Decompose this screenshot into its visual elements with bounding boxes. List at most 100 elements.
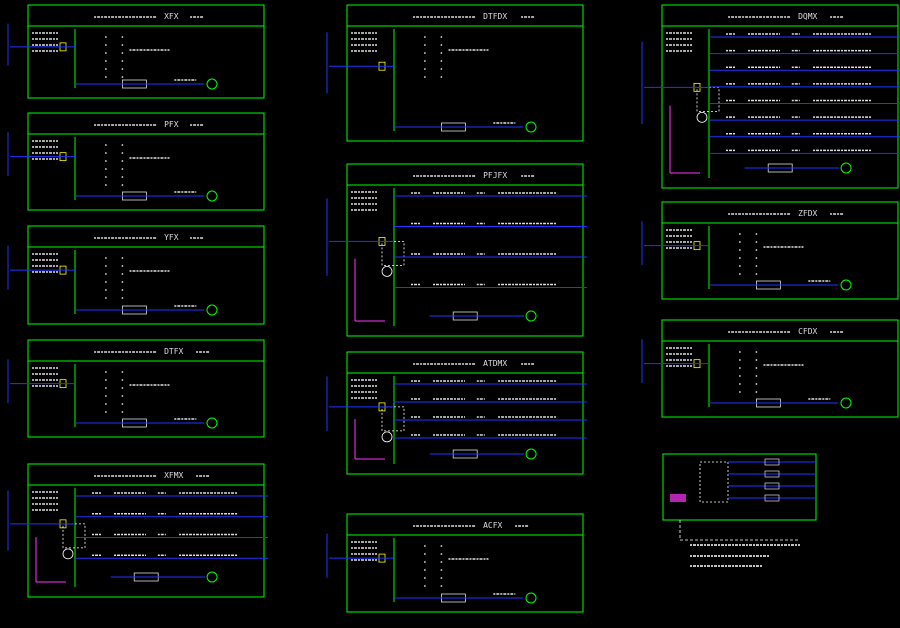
panel-title: ATDMX — [483, 359, 507, 368]
terminal-dot — [104, 184, 107, 186]
terminal-dot — [738, 273, 741, 275]
panel-title: ACFX — [483, 521, 502, 530]
terminal-dot — [738, 233, 741, 235]
terminal-dot — [423, 52, 426, 54]
terminal-dot — [121, 184, 124, 186]
panel-p5 — [27, 463, 265, 598]
terminal-dot — [440, 76, 443, 78]
terminal-dot — [423, 76, 426, 78]
panel-title: ZFDX — [798, 209, 817, 218]
terminal-dot — [121, 371, 124, 373]
panel-p12 — [661, 319, 899, 418]
panel-frame — [346, 351, 584, 475]
terminal-dot — [121, 44, 124, 46]
panel-p4 — [27, 339, 265, 438]
contactor-box — [381, 240, 405, 266]
terminal-dot — [738, 375, 741, 377]
terminal-dot — [423, 36, 426, 38]
terminal-dot — [440, 68, 443, 70]
terminal-dot — [104, 371, 107, 373]
panel-p10 — [661, 4, 899, 189]
terminal-dot — [104, 403, 107, 405]
terminal-dot — [738, 257, 741, 259]
load-symbol — [206, 571, 218, 583]
load-symbol — [206, 190, 218, 202]
terminal-dot — [104, 160, 107, 162]
panel-frame — [27, 339, 265, 438]
detail-terminal — [764, 494, 780, 502]
terminal-dot — [440, 569, 443, 571]
terminal-dot — [104, 281, 107, 283]
panel-p6 — [346, 4, 584, 142]
detail-marker — [670, 494, 686, 502]
detail-contactor — [699, 461, 729, 503]
terminal-dot — [121, 257, 124, 259]
panel-p2 — [27, 112, 265, 211]
terminal-dot — [755, 265, 758, 267]
terminal-dot — [738, 367, 741, 369]
terminal-dot — [104, 144, 107, 146]
panel-frame — [27, 112, 265, 211]
terminal-dot — [104, 395, 107, 397]
terminal-dot — [423, 68, 426, 70]
terminal-dot — [104, 152, 107, 154]
panel-title: XFMX — [164, 471, 183, 480]
terminal-dot — [121, 289, 124, 291]
terminal-dot — [121, 176, 124, 178]
terminal-dot — [738, 383, 741, 385]
panel-title: DTFDX — [483, 12, 507, 21]
terminal-dot — [755, 249, 758, 251]
contactor-box — [62, 523, 86, 549]
terminal-dot — [423, 44, 426, 46]
terminal-dot — [104, 265, 107, 267]
terminal-dot — [440, 553, 443, 555]
panel-title: PFJFX — [483, 171, 507, 180]
terminal-dot — [104, 168, 107, 170]
terminal-dot — [423, 545, 426, 547]
terminal-dot — [738, 241, 741, 243]
terminal-dot — [755, 233, 758, 235]
terminal-dot — [440, 577, 443, 579]
panel-frame — [27, 463, 265, 598]
panel-frame — [346, 163, 584, 337]
terminal-dot — [738, 265, 741, 267]
load-symbol — [840, 279, 852, 291]
terminal-dot — [121, 68, 124, 70]
motor-symbol — [696, 111, 708, 123]
panel-frame — [661, 319, 899, 418]
terminal-dot — [755, 359, 758, 361]
terminal-dot — [121, 168, 124, 170]
motor-symbol — [381, 265, 393, 277]
load-symbol — [206, 78, 218, 90]
panel-frame — [346, 4, 584, 142]
panel-frame — [27, 225, 265, 325]
panel-p3 — [27, 225, 265, 325]
panel-p1 — [27, 4, 265, 99]
terminal-dot — [121, 152, 124, 154]
panel-p11 — [661, 201, 899, 300]
terminal-dot — [121, 273, 124, 275]
terminal-dot — [104, 257, 107, 259]
detail-frame — [662, 453, 817, 521]
terminal-dot — [104, 176, 107, 178]
terminal-dot — [440, 52, 443, 54]
terminal-dot — [104, 76, 107, 78]
terminal-dot — [121, 36, 124, 38]
terminal-dot — [755, 391, 758, 393]
panel-title: PFX — [164, 120, 179, 129]
panel-title: YFX — [164, 233, 179, 242]
terminal-dot — [423, 553, 426, 555]
panel-frame — [661, 201, 899, 300]
panel-p7 — [346, 163, 584, 337]
terminal-dot — [755, 375, 758, 377]
panel-frame — [27, 4, 265, 99]
terminal-dot — [121, 76, 124, 78]
terminal-dot — [121, 387, 124, 389]
terminal-dot — [104, 68, 107, 70]
terminal-dot — [755, 273, 758, 275]
terminal-dot — [738, 391, 741, 393]
panel-p9 — [346, 513, 584, 613]
terminal-dot — [738, 351, 741, 353]
